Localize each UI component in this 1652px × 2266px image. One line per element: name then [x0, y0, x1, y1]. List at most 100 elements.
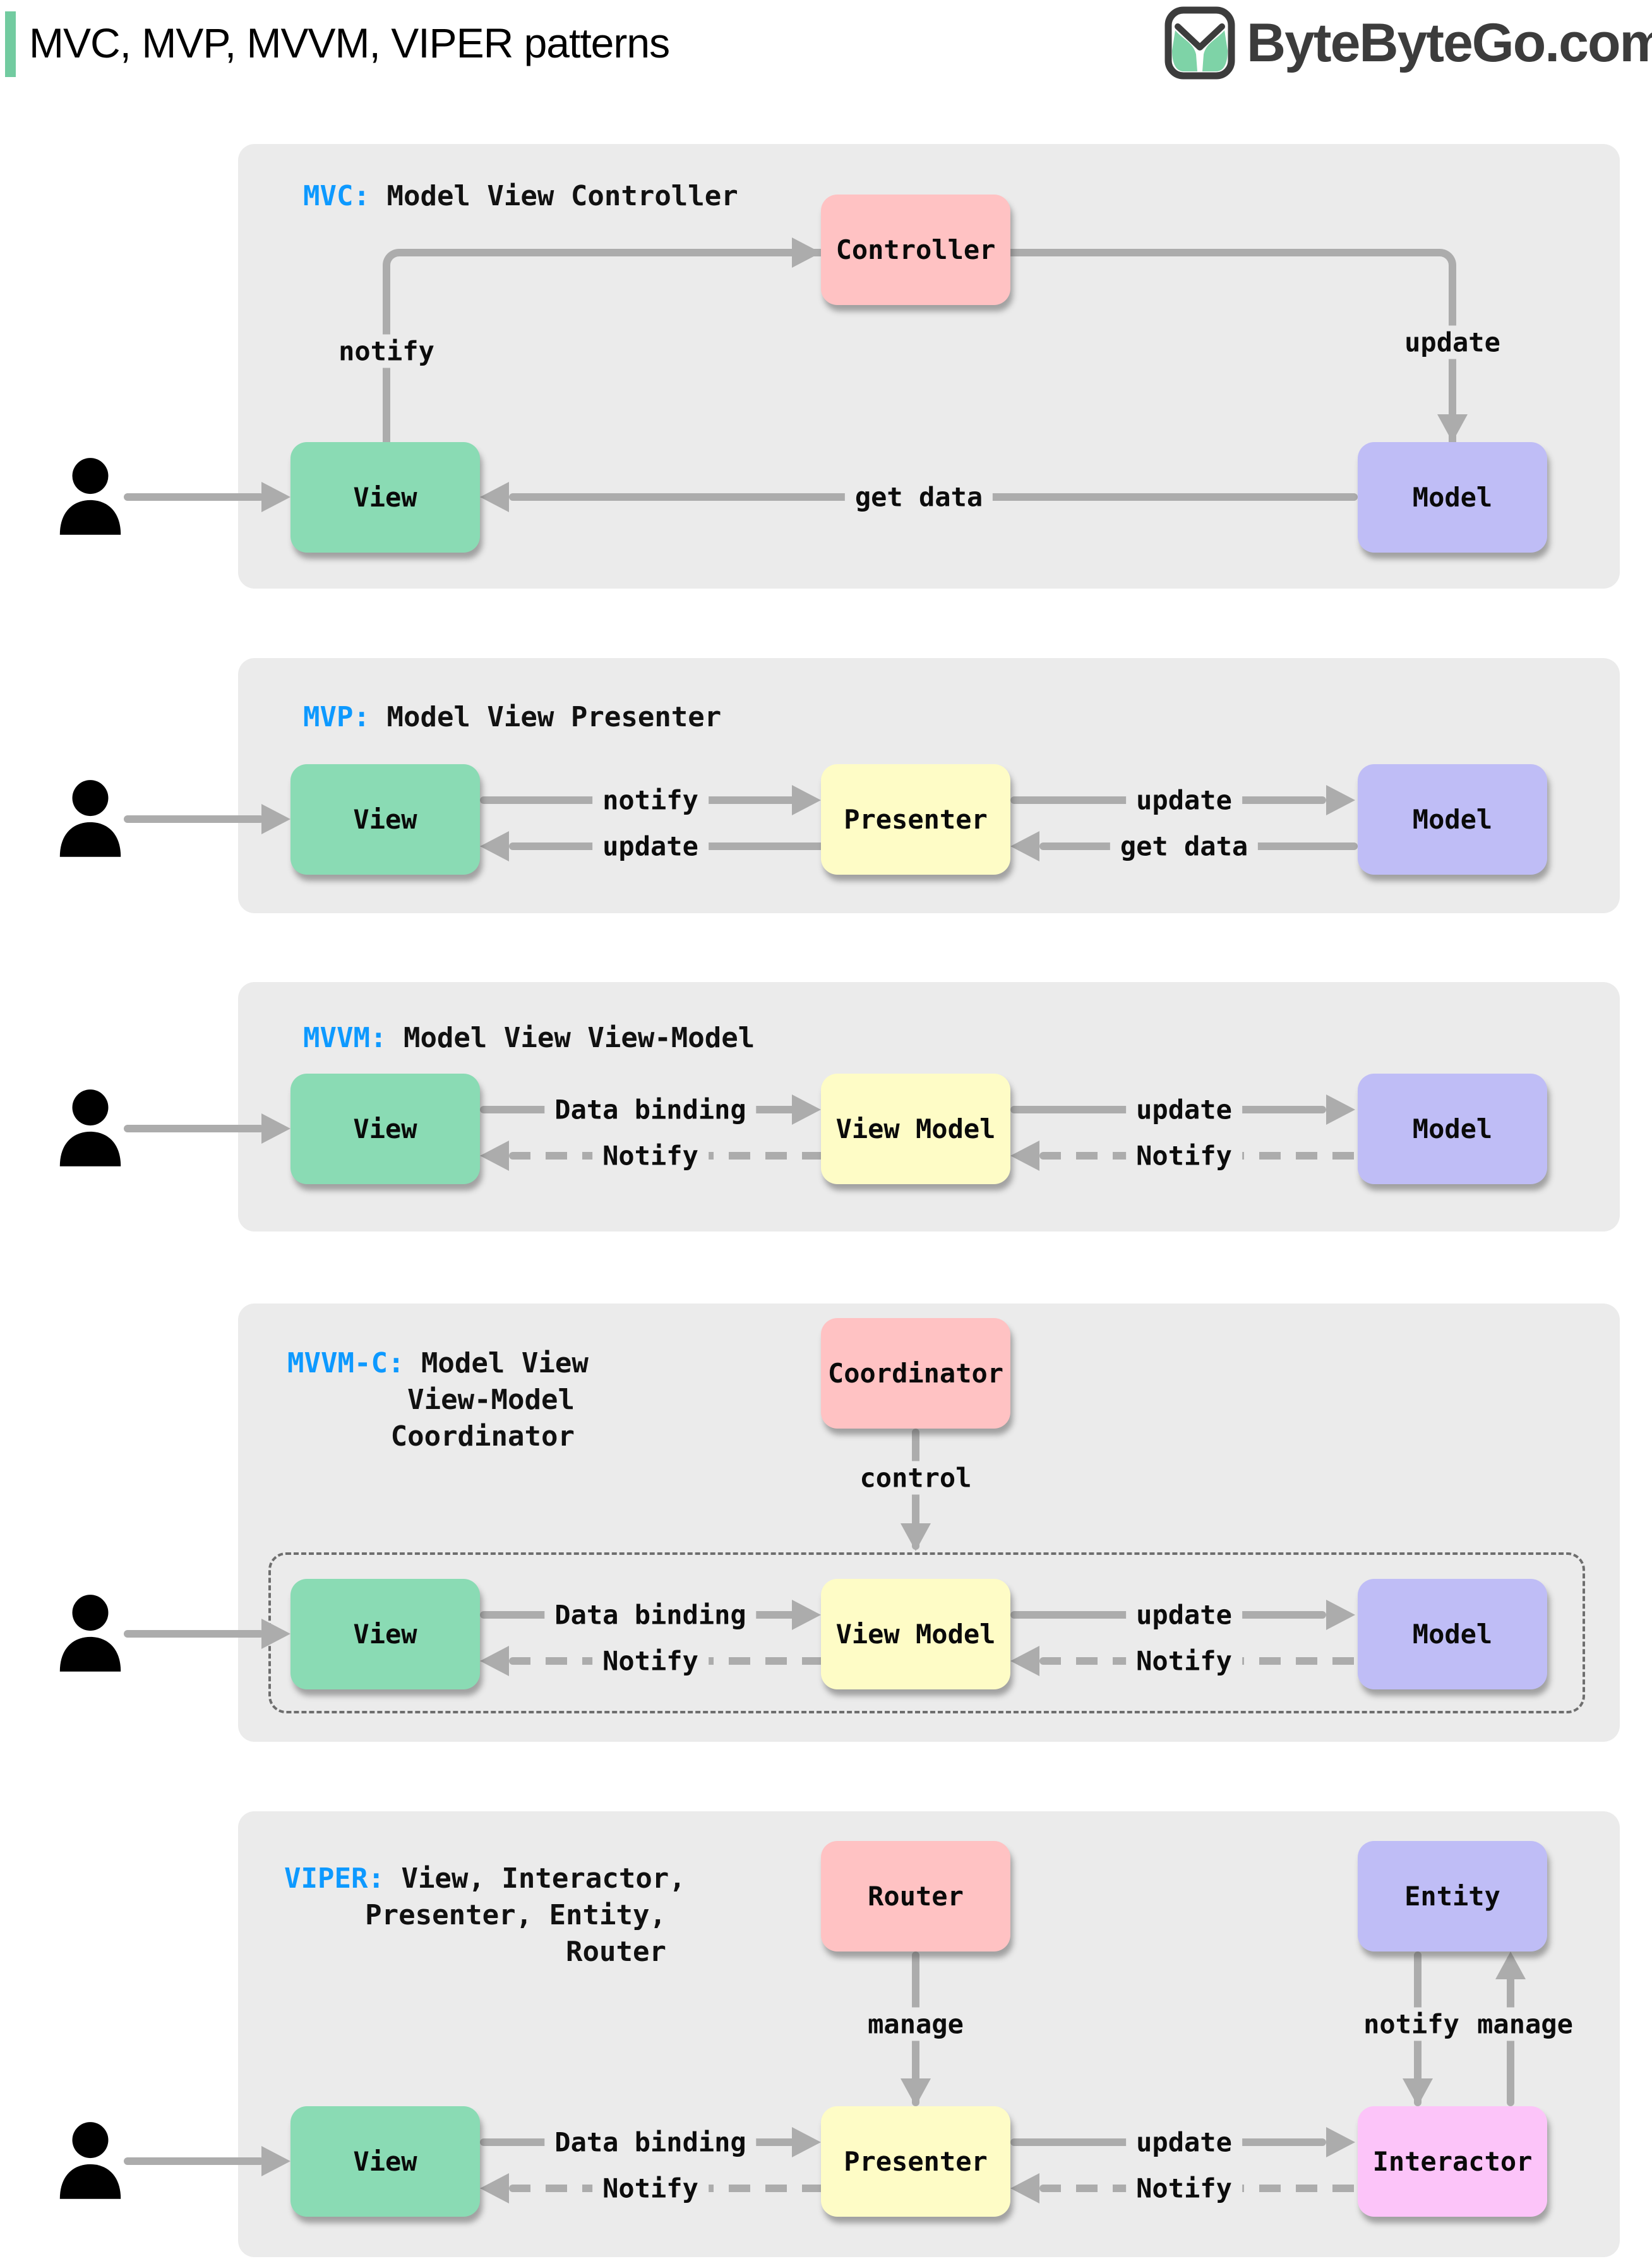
arrowhead-into-view: [480, 831, 509, 861]
panel-viper-heading: VIPER: View, Interactor, Presenter, Entit…: [284, 1861, 686, 1970]
arrowhead-into-model: [1326, 1600, 1355, 1630]
arrow-user-to-view: [124, 1125, 264, 1132]
edge-label-update: update: [1126, 2125, 1242, 2159]
arrow-user-to-view: [124, 493, 264, 501]
edge-label-manage-router: manage: [858, 2007, 974, 2041]
arrowhead-into-controller: [792, 237, 821, 268]
panel-mvvm-heading: MVVM: Model View View-Model: [303, 1020, 755, 1057]
mvvm-name: Model View View-Model: [403, 1022, 755, 1054]
box-presenter: Presenter: [821, 764, 1010, 875]
viper-name-2: Presenter, Entity,: [365, 1899, 666, 1931]
edge-label-data-binding: Data binding: [544, 1093, 757, 1127]
edge-label-update-view: update: [592, 829, 709, 863]
arrowhead-into-view: [480, 2173, 509, 2203]
box-model: Model: [1358, 1074, 1547, 1184]
mvc-keyword: MVC:: [303, 180, 370, 212]
arrowhead-user-view: [261, 2146, 290, 2176]
arrowhead-into-view: [480, 1141, 509, 1171]
edge-label-data-binding: Data binding: [544, 2125, 757, 2159]
arrowhead-into-presenter-back: [1010, 831, 1039, 861]
box-view: View: [290, 764, 480, 875]
arrowhead-into-model: [1326, 1094, 1355, 1125]
mvp-keyword: MVP:: [303, 701, 370, 733]
edge-label-update: update: [1126, 1598, 1242, 1632]
box-view: View: [290, 1074, 480, 1184]
box-model: Model: [1358, 764, 1547, 875]
box-view: View: [290, 1579, 480, 1689]
box-view-model: View Model: [821, 1074, 1010, 1184]
arrowhead-user-view: [261, 482, 290, 512]
bytebytego-icon: [1164, 6, 1235, 80]
arrowhead-user-view: [261, 1619, 290, 1649]
viper-name-3: Router: [566, 1936, 666, 1968]
mvvmc-name-1: Model View: [421, 1347, 589, 1379]
arrowhead-user-view: [261, 1113, 290, 1144]
mvvmc-keyword: MVVM-C:: [287, 1347, 405, 1379]
box-interactor: Interactor: [1358, 2106, 1547, 2217]
user-icon: [56, 457, 125, 537]
edge-label-notify-entity: notify: [1353, 2007, 1469, 2041]
arrowhead-into-viewmodel: [792, 1094, 821, 1125]
mvp-name: Model View Presenter: [386, 701, 722, 733]
arrowhead-into-viewmodel: [792, 1600, 821, 1630]
arrowhead-into-view: [480, 1646, 509, 1676]
arrowhead-user-view: [261, 804, 290, 834]
mvvmc-name-2: View-Model: [407, 1384, 575, 1416]
arrow-view-to-controller: [383, 249, 821, 442]
viper-name-1: View, Interactor,: [401, 1862, 686, 1895]
page-title: MVC, MVP, MVVM, VIPER patterns: [29, 20, 670, 66]
user-icon: [56, 779, 125, 859]
edge-label-notify-presenter: Notify: [1126, 2171, 1242, 2205]
user-icon: [56, 1089, 125, 1168]
edge-label-get-data: get data: [844, 480, 993, 514]
brand-logo: ByteByteGo.com: [1162, 5, 1652, 81]
edge-label-notify-viewmodel: Notify: [1126, 1644, 1242, 1678]
edge-label-notify-view: Notify: [592, 1644, 709, 1678]
user-icon: [56, 1594, 125, 1674]
arrowhead-into-group: [901, 1523, 931, 1551]
arrowhead-into-model: [1326, 785, 1355, 815]
edge-label-notify: notify: [592, 783, 709, 817]
user-icon: [56, 2121, 125, 2201]
edge-label-update: update: [1126, 1093, 1242, 1127]
box-entity: Entity: [1358, 1841, 1547, 1951]
edge-label-update-model: update: [1126, 783, 1242, 817]
brand-name: ByteByteGo.com: [1247, 12, 1652, 73]
panel-mvp-heading: MVP: Model View Presenter: [303, 699, 721, 736]
arrowhead-into-view: [480, 482, 509, 512]
viper-keyword: VIPER:: [284, 1862, 385, 1895]
title-accent-bar: [5, 11, 16, 77]
panel-mvc-heading: MVC: Model View Controller: [303, 178, 738, 215]
box-view-model: View Model: [821, 1579, 1010, 1689]
box-view: View: [290, 442, 480, 553]
arrowhead-into-model: [1437, 414, 1468, 442]
mvvm-keyword: MVVM:: [303, 1022, 387, 1054]
box-presenter: Presenter: [821, 2106, 1010, 2217]
box-coordinator: Coordinator: [821, 1318, 1010, 1429]
arrowhead-into-interactor: [1326, 2127, 1355, 2157]
arrowhead-into-presenter-back: [1010, 2173, 1039, 2203]
arrow-user-to-view: [124, 815, 264, 823]
mvvmc-name-3: Coordinator: [390, 1420, 575, 1453]
edge-label-manage-entity: manage: [1467, 2007, 1583, 2041]
edge-label-get-data: get data: [1110, 829, 1259, 863]
box-model: Model: [1358, 1579, 1547, 1689]
arrowhead-into-entity-bottom: [1495, 1951, 1526, 1979]
arrow-controller-to-model: [1010, 249, 1456, 442]
edge-label-notify-view: Notify: [592, 1139, 709, 1173]
arrowhead-into-viewmodel-back: [1010, 1141, 1039, 1171]
arrowhead-into-presenter: [792, 785, 821, 815]
edge-label-update: update: [1394, 325, 1511, 359]
box-view: View: [290, 2106, 480, 2217]
edge-label-data-binding: Data binding: [544, 1598, 757, 1632]
edge-label-control: control: [849, 1461, 982, 1495]
edge-label-notify-viewmodel: Notify: [1126, 1139, 1242, 1173]
arrowhead-into-viewmodel-back: [1010, 1646, 1039, 1676]
box-router: Router: [821, 1841, 1010, 1951]
arrow-user-to-view: [124, 1630, 264, 1638]
edge-label-notify-view: Notify: [592, 2171, 709, 2205]
arrow-user-to-view: [124, 2157, 264, 2165]
edge-label-notify: notify: [328, 334, 445, 368]
